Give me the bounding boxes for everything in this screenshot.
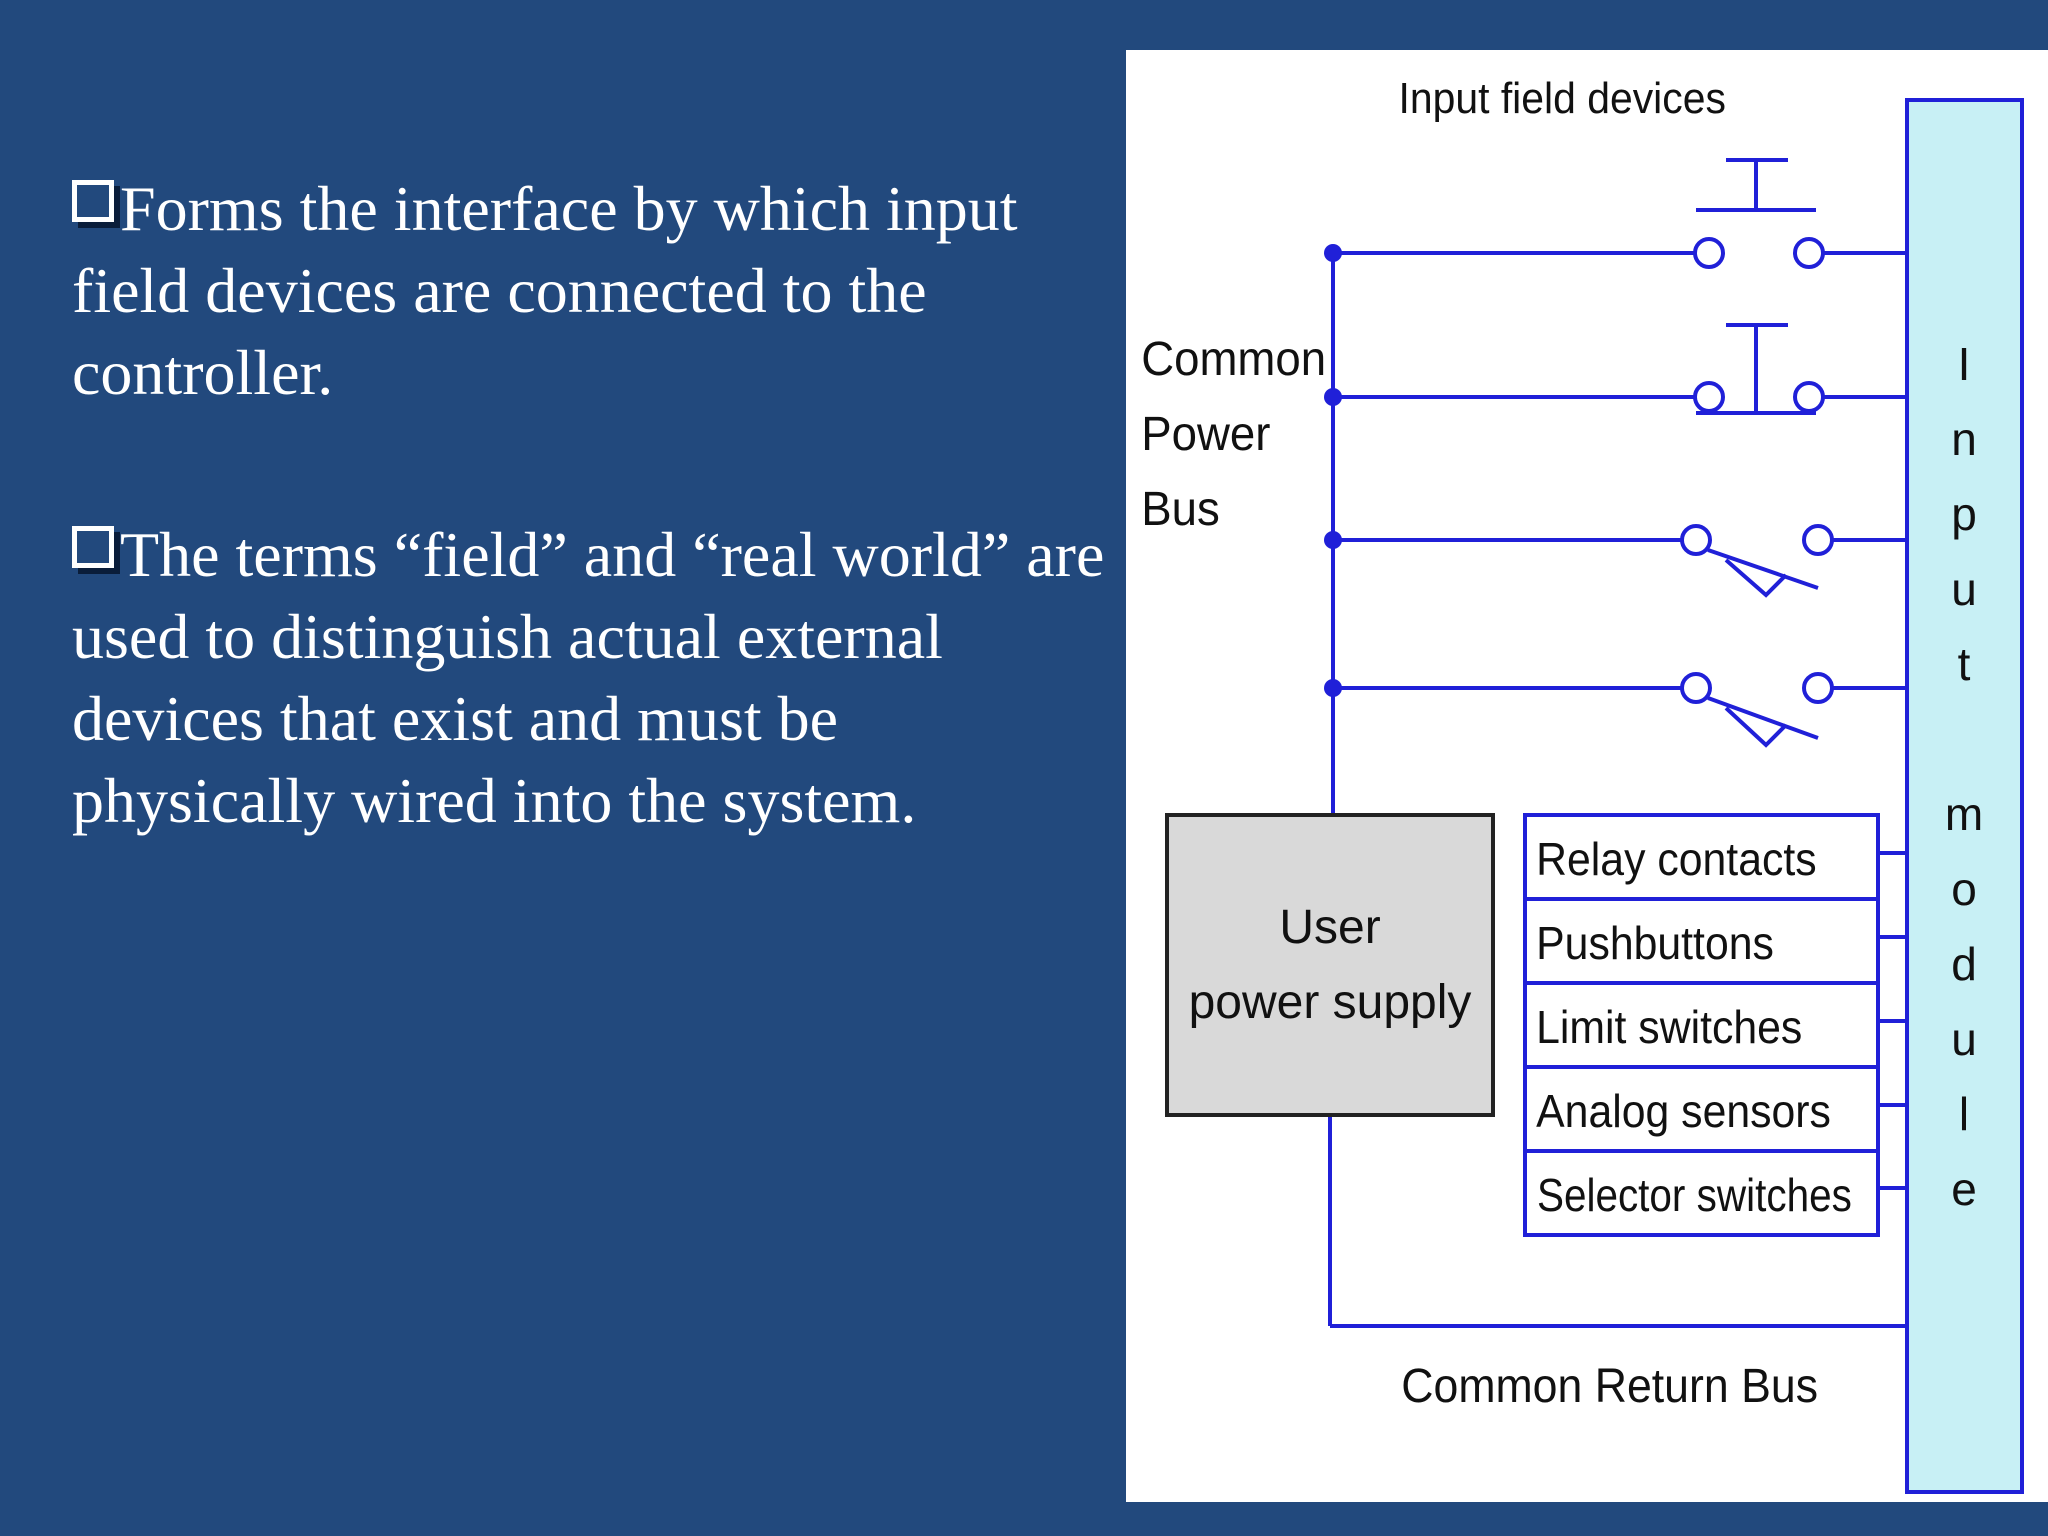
module-letter: I — [1958, 338, 1971, 390]
power-bus-label-line: Power — [1141, 407, 1270, 460]
device-list-item — [1523, 981, 1880, 1069]
device-list-item — [1523, 1065, 1880, 1153]
module-letter: d — [1951, 938, 1977, 990]
module-letter: t — [1958, 638, 1971, 690]
module-letter: m — [1945, 788, 1983, 840]
power-bus-label-line: Bus — [1141, 482, 1220, 535]
bullet-text: Forms the interface by which input field… — [72, 173, 1018, 408]
device-label: Relay contacts — [1536, 835, 1817, 886]
device-label: Pushbuttons — [1536, 919, 1774, 970]
module-letter: l — [1959, 1088, 1969, 1140]
switch-symbols — [1680, 158, 1834, 748]
common-power-bus-label: Common Power Bus — [1141, 332, 1326, 535]
pushbutton-no-icon — [1693, 158, 1825, 269]
bullet-item: Forms the interface by which input field… — [72, 168, 1112, 414]
device-list: Relay contacts Pushbuttons Limit switche… — [1523, 813, 1880, 1237]
junction-dot — [1324, 531, 1342, 549]
module-letter: n — [1951, 413, 1977, 465]
junction-dot — [1324, 244, 1342, 262]
user-power-supply-label: User power supply — [1189, 901, 1472, 1029]
module-letter: p — [1951, 488, 1977, 540]
limit-switch-icon — [1680, 524, 1834, 598]
junction-dot — [1324, 679, 1342, 697]
bullet-list: Forms the interface by which input field… — [72, 168, 1112, 942]
common-return-bus-label: Common Return Bus — [1401, 1359, 1818, 1413]
power-supply-label-line: power supply — [1189, 976, 1472, 1029]
pushbutton-nc-icon — [1693, 323, 1825, 415]
device-label: Analog sensors — [1536, 1087, 1831, 1138]
module-letter: e — [1951, 1163, 1977, 1215]
power-supply-label-line: User — [1279, 901, 1380, 954]
power-bus-label-line: Common — [1141, 332, 1326, 385]
input-module-label: I n p u t m o d u l e — [1945, 338, 1983, 1215]
bullet-text: The terms “field” and “real world” are u… — [72, 519, 1105, 836]
user-power-supply-box — [1165, 813, 1495, 1117]
module-letter: o — [1951, 863, 1977, 915]
wiring-diagram: Input field devices I n p u t m o d u l … — [1141, 75, 2024, 1494]
device-list-item — [1523, 897, 1880, 985]
junction-dots — [1324, 244, 1342, 697]
device-list-item — [1523, 813, 1880, 901]
checkbox-bullet-icon — [72, 526, 114, 568]
device-label: Limit switches — [1536, 1003, 1802, 1054]
device-label: Selector switches — [1537, 1171, 1852, 1222]
module-letter: u — [1951, 563, 1977, 615]
module-letter: u — [1951, 1013, 1977, 1065]
limit-switch-icon — [1680, 672, 1834, 748]
device-list-item — [1523, 1149, 1880, 1237]
input-module-bar — [1905, 98, 2024, 1494]
bullet-item: The terms “field” and “real world” are u… — [72, 514, 1112, 842]
junction-dot — [1324, 388, 1342, 406]
checkbox-bullet-icon — [72, 180, 114, 222]
input-module-diagram: Input field devices I n p u t m o d u l … — [1126, 50, 2048, 1502]
diagram-title: Input field devices — [1398, 75, 1725, 124]
